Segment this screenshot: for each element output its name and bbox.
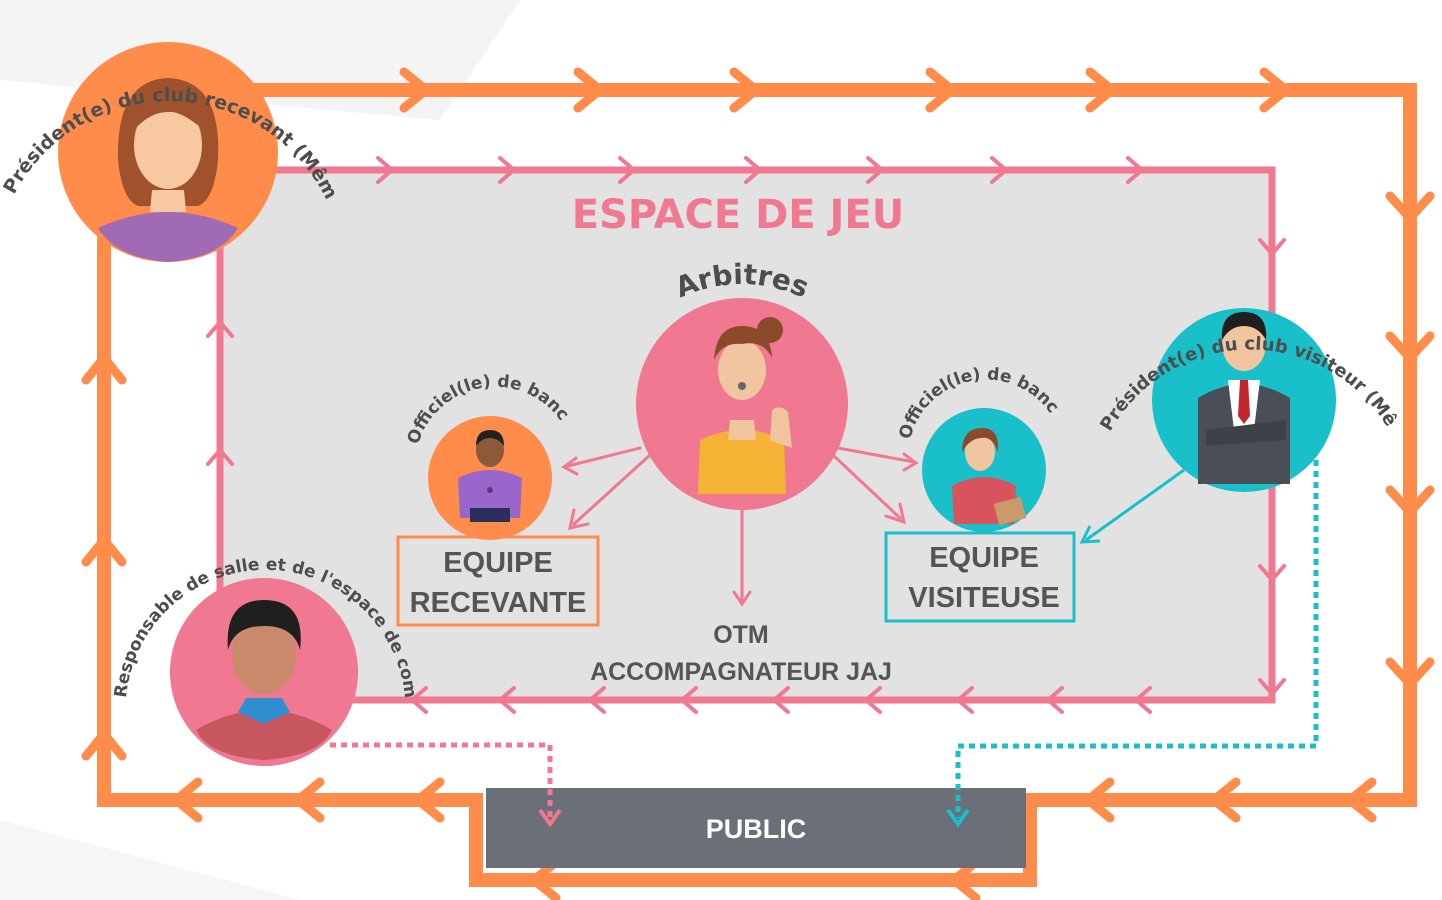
background-shape [0, 820, 300, 900]
visitor-president-avatar [1198, 312, 1290, 484]
arrow-chevron [171, 777, 203, 823]
arrow-head [538, 808, 562, 828]
otm-label: OTM [713, 621, 769, 649]
arrow-chevron [1258, 238, 1286, 256]
outer-loop-arrows [81, 67, 1435, 900]
venue-to-public-connector [330, 742, 553, 818]
public-box [486, 788, 1026, 868]
arrow-chevron [1134, 686, 1152, 714]
arrow-chevron [498, 156, 516, 184]
arrow-chevron [81, 353, 127, 385]
arrow-chevron [1083, 777, 1115, 823]
arrow-chevron [744, 156, 762, 184]
referee-arrows [561, 446, 919, 607]
referee-circle [636, 298, 848, 510]
arrow-to-home-bench [566, 446, 642, 468]
arrow-chevron [1258, 678, 1286, 696]
arrow-chevron [1258, 564, 1286, 582]
venue-manager-avatar [196, 600, 332, 760]
arrow-chevron [293, 777, 325, 823]
arrow-chevron [1385, 191, 1435, 223]
arrow-head [946, 808, 970, 828]
arrow-chevron [729, 67, 761, 113]
arrow-chevron [956, 686, 974, 714]
home-bench-official-avatar [458, 430, 522, 522]
referee-avatar [698, 317, 792, 494]
espace-de-jeu-title: ESPACE DE JEU [572, 192, 904, 238]
home-team-label-line1: EQUIPE [443, 547, 553, 579]
visitor-president-arrow [1085, 468, 1185, 542]
visitor-president-to-public-connector [955, 460, 1319, 818]
arrow-chevron [410, 686, 428, 714]
visitor-team-box [884, 531, 1076, 623]
arrow-chevron [680, 686, 698, 714]
arrow-to-visitor-bench [836, 446, 916, 464]
arrow-chevron [498, 686, 516, 714]
inner-loop-path [216, 166, 1276, 704]
arrow-chevron [1085, 67, 1117, 113]
arrow-chevron [925, 67, 957, 113]
public-label: PUBLIC [706, 814, 807, 844]
arrow-to-visitor-team [832, 454, 902, 520]
arrow-chevron [1385, 485, 1435, 517]
visitor-team-label-line2: VISITEUSE [908, 582, 1060, 614]
arrow-chevron [990, 156, 1008, 184]
arrow-chevron [864, 686, 882, 714]
arrow-to-home-team [572, 453, 652, 526]
arrow-chevron [866, 156, 884, 184]
arrow-chevron [573, 67, 605, 113]
arrow-chevron [206, 320, 234, 338]
arrow-chevron [81, 729, 127, 761]
arrow-chevron [399, 67, 431, 113]
arrow-chevron [1345, 777, 1377, 823]
outer-loop-path [97, 83, 1417, 887]
arrow-chevron [206, 448, 234, 466]
arrow-head [1079, 525, 1101, 544]
arrow-chevron [1385, 657, 1435, 689]
arrow-chevron [1209, 777, 1241, 823]
arrow-chevron [1126, 156, 1144, 184]
arrow-chevron [772, 686, 790, 714]
accompagnateur-jaj-label: ACCOMPAGNATEUR JAJ [590, 658, 892, 686]
arrow-chevron [376, 156, 394, 184]
arrow-chevron [618, 156, 636, 184]
arrow-chevron [1046, 686, 1064, 714]
arrow-chevron [413, 777, 445, 823]
visitor-team-label-line1: EQUIPE [929, 542, 1039, 574]
home-team-label-line2: RECEVANTE [410, 587, 587, 619]
arrow-chevron [1259, 67, 1291, 113]
visitor-bench-official-avatar [952, 428, 1027, 526]
arrow-chevron [588, 686, 606, 714]
home-president-avatar [98, 78, 238, 262]
arrow-chevron [81, 535, 127, 567]
arrow-chevron [1385, 331, 1435, 363]
home-team-box [396, 535, 600, 627]
